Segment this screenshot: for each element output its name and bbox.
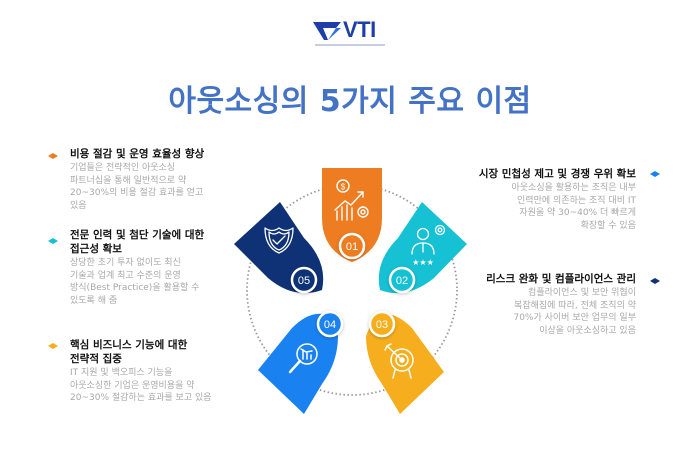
petal-02-agility: ★★★ 02 [378,202,467,294]
benefit-item-03: 리스크 완화 및 컴플라이언스 관리 컴플라이언스 및 보안 위협이 복잡해짐에… [452,272,636,337]
dotted-ring [246,184,458,396]
page-title: 아웃소싱의 5가지 주요 이점 [168,84,532,119]
benefit-description: 상당한 초기 투자 없이도 최신 기술과 업계 최고 수준의 운영 방식(Bes… [70,258,200,306]
svg-text:$: $ [341,183,346,192]
petal-number-01: 01 [346,241,358,253]
benefit-heading: 비용 절감 및 운영 효율성 향상 [70,148,205,160]
benefit-description: 컴플라이언스 및 보안 위협이 복잡해짐에 따라, 전체 조직의 약 70%가 … [513,288,636,336]
petal-number-05: 05 [298,275,310,287]
bullet-diamond-blue-icon [650,171,660,177]
petal-number-02: 02 [396,275,408,287]
talent-person-stars-icon: ★★★ [411,224,446,267]
vti-logo-mark-icon [313,22,341,40]
benefit-item-05: 전문 인력 및 첨단 기술에 대한 접근성 확보 상당한 초기 투자 없이도 최… [70,228,260,307]
benefit-heading: 핵심 비즈니스 기능에 대한 전략적 집중 [70,339,188,365]
benefit-item-04: 핵심 비즈니스 기능에 대한 전략적 집중 IT 지원 및 백오피스 기능을 아… [70,338,270,405]
logo-text: VTI [343,17,376,42]
petal-number-04: 04 [324,319,336,331]
shield-check-icon [264,227,294,254]
benefit-description: IT 지원 및 백오피스 기능을 아웃소싱한 기업은 운영비용을 약 20~30… [70,368,212,403]
vti-logo: VTI [313,18,389,48]
bullet-diamond-navy-icon [650,278,660,284]
benefit-heading: 전문 인력 및 첨단 기술에 대한 접근성 확보 [70,229,205,255]
benefit-heading: 시장 민첩성 제고 및 경쟁 우위 확보 [478,168,636,180]
svg-text:★★★: ★★★ [412,258,434,267]
benefit-description: 아웃소싱을 활용하는 조직은 내부 인력만에 의존하는 조직 대비 IT 자원을… [511,183,636,231]
benefit-item-01: 비용 절감 및 운영 효율성 향상 기업들은 전략적인 아웃소싱 파트너십을 통… [70,147,260,212]
magnifier-chart-icon [288,343,318,374]
bullet-diamond-yellow-icon [48,343,58,349]
bullet-diamond-cyan-icon [48,238,58,244]
petal-05-expertise: 05 [234,202,324,294]
petal-number-03: 03 [376,319,388,331]
petal-04-focus: 04 [258,310,344,414]
petal-01-cost: $ 01 [322,168,382,262]
petal-03-risk: 03 [366,310,444,414]
bullet-diamond-orange-icon [48,153,58,159]
benefits-cycle-diagram: $ 01 ★★★ [222,150,482,420]
cost-growth-chart-icon: $ [334,179,369,221]
benefit-description: 기업들은 전략적인 아웃소싱 파트너십을 통해 일반적으로 약 20~30%의 … [70,163,204,211]
logo-tagline [315,44,385,46]
benefit-item-02: 시장 민첩성 제고 및 경쟁 우위 확보 아웃소싱을 활용하는 조직은 내부 인… [452,167,636,232]
benefit-heading: 리스크 완화 및 컴플라이언스 관리 [486,273,636,285]
target-arrow-icon [384,343,414,379]
